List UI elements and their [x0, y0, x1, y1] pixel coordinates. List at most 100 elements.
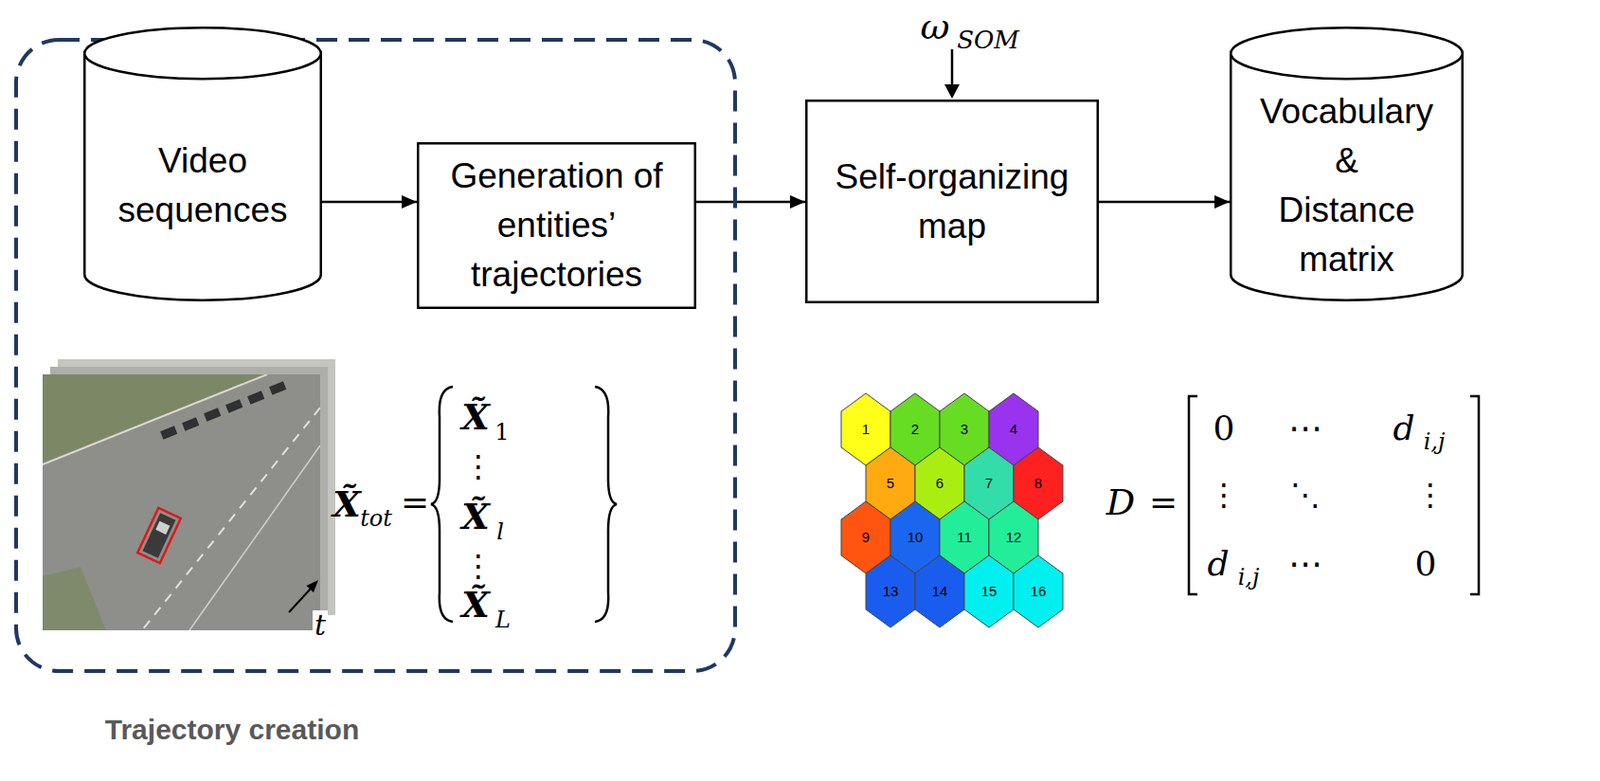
hexagon — [865, 555, 916, 628]
flow-arrow — [696, 200, 806, 204]
front-frame — [42, 374, 321, 630]
cell-number: 7 — [985, 474, 993, 492]
math-label: = — [1149, 485, 1178, 520]
cell-number: 1 — [862, 420, 870, 438]
dashed-region — [16, 39, 736, 671]
grass-island — [42, 566, 107, 630]
video-frames — [42, 359, 336, 630]
process-box: Generation of entities’ trajectories — [416, 142, 697, 309]
cell-number: 12 — [1006, 528, 1023, 546]
math-label: ⋮ — [463, 450, 494, 482]
math-label: 0 — [1415, 546, 1438, 581]
box-label: Self-organizing map — [829, 152, 1076, 252]
car — [181, 416, 199, 431]
cell-number: 9 — [862, 528, 870, 546]
som-cell: 13 — [865, 555, 916, 628]
math-label: ⋮ — [1208, 479, 1240, 510]
som-cell: 15 — [964, 555, 1014, 628]
box-label: Video sequences — [113, 136, 293, 235]
box-label: Generation of entities’ trajectories — [446, 151, 667, 299]
math-label: i,j — [1423, 430, 1446, 453]
cylinder-body — [84, 52, 322, 301]
cylinder-top — [1230, 27, 1463, 79]
time-arrow — [288, 579, 319, 612]
hexagon — [915, 555, 965, 628]
car — [143, 512, 177, 558]
math-label: ⋯ — [1288, 546, 1323, 581]
road-surface — [42, 374, 321, 630]
math-label: tot — [359, 506, 393, 530]
cell-number: 11 — [956, 528, 972, 546]
cylinder-body — [1230, 52, 1463, 301]
cell-number: 4 — [1009, 420, 1018, 438]
math-label: X̃ — [461, 398, 489, 435]
cell-number: 8 — [1034, 474, 1043, 492]
hexagon — [964, 555, 1014, 628]
cylinder-top — [84, 27, 322, 79]
cell-number: 15 — [981, 582, 998, 600]
parameter-arrow — [944, 49, 960, 99]
database-cylinder: Vocabulary & Distance matrix — [1229, 26, 1464, 302]
lane-marking — [142, 407, 321, 630]
flow-arrow — [322, 200, 417, 204]
cell-number: 10 — [907, 528, 924, 546]
math-label: ω — [920, 8, 951, 45]
left-bracket — [1188, 395, 1198, 594]
set-braces — [431, 386, 617, 622]
process-group: Trajectory creationVideo sequencesGenera… — [14, 37, 738, 673]
math-label: X̃ — [461, 586, 489, 623]
math-label: 1 — [494, 420, 509, 444]
math-label: ⋱ — [1290, 479, 1321, 510]
cell-number: 2 — [911, 420, 919, 438]
math-label: L — [495, 608, 511, 631]
bounding-box — [137, 507, 181, 563]
cell-number: 13 — [882, 582, 899, 600]
tracked-car — [137, 507, 181, 563]
time-arrow-line — [288, 588, 311, 612]
car — [247, 390, 265, 404]
process-box: Self-organizing map — [805, 99, 1099, 304]
flow-arrow — [1098, 200, 1230, 204]
matrix-brackets — [1188, 395, 1479, 594]
node-outline — [805, 99, 1099, 304]
car — [203, 407, 221, 421]
math-label: 0 — [1213, 411, 1236, 446]
car — [225, 398, 243, 413]
math-label: d — [1392, 411, 1415, 446]
math-label: X̃ — [461, 498, 489, 535]
database-cylinder: Video sequences — [83, 26, 323, 302]
math-label: SOM — [956, 27, 1020, 53]
car — [269, 380, 287, 395]
math-label: t — [312, 610, 328, 641]
parameter-arrow-line — [951, 49, 954, 86]
cell-number: 14 — [932, 582, 949, 600]
left-brace — [431, 386, 453, 622]
lane-marking — [189, 445, 321, 630]
time-arrow-head — [306, 579, 320, 593]
cell-number: 16 — [1030, 582, 1047, 600]
car — [160, 425, 178, 439]
math-label: X̃ — [332, 485, 360, 522]
box-outline — [417, 143, 696, 308]
math-label: ⋮ — [1415, 479, 1446, 510]
cell-number: 5 — [886, 474, 895, 492]
right-brace — [594, 386, 617, 622]
cell-number: 6 — [935, 474, 944, 492]
math-label: d — [1206, 546, 1229, 581]
car-window — [155, 521, 170, 535]
math-label: ⋯ — [1288, 411, 1323, 446]
box-label: Vocabulary & Distance matrix — [1255, 87, 1438, 284]
som-cell: 14 — [915, 555, 965, 628]
math-label: ⋮ — [463, 550, 494, 581]
parked-cars — [160, 380, 287, 439]
group-label: Trajectory creation — [80, 712, 384, 747]
cell-number: 3 — [960, 420, 969, 438]
right-bracket — [1470, 395, 1479, 594]
som-cell: 16 — [1013, 555, 1063, 628]
hexagon — [1013, 555, 1063, 628]
math-label: = — [400, 485, 430, 520]
curb-line — [42, 374, 268, 465]
math-label: l — [496, 520, 504, 543]
parameter-arrow-head — [944, 84, 960, 99]
math-label: D — [1106, 484, 1135, 521]
